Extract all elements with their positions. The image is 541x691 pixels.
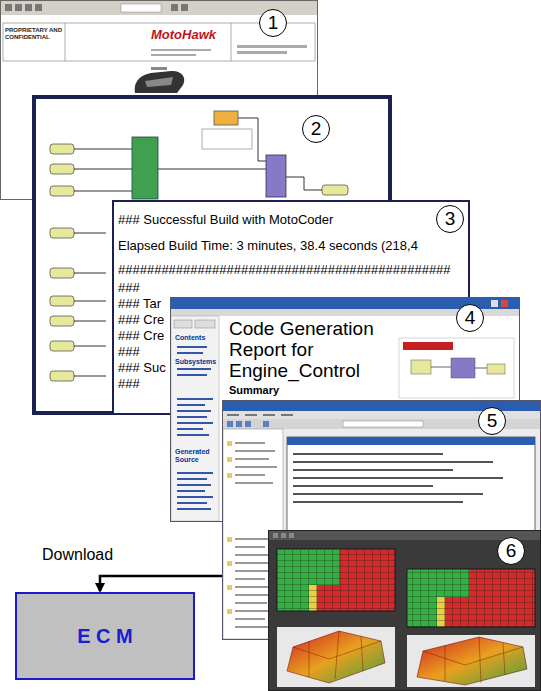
logo-text: MotoHawk (151, 27, 216, 42)
text-holder: PROPRIETARY AND CONFIDENTIAL (5, 27, 63, 41)
text-holder: 1 (259, 9, 287, 37)
text-holder: ### Cre (118, 328, 164, 344)
text-holder: Summary (229, 384, 279, 396)
report-title: Code Generation Report for Engine_Contro… (229, 318, 394, 381)
header-note: PROPRIETARY AND CONFIDENTIAL (5, 27, 63, 41)
edge-label: Download (40, 546, 115, 564)
text-holder: 3 (436, 205, 464, 233)
text-holder: ### Suc (118, 360, 166, 376)
build-log-line: ### (118, 376, 140, 392)
text-holder: 5 (478, 407, 506, 435)
nav-link: Contents (175, 334, 219, 342)
text-holder: ### Cre (118, 312, 164, 328)
ecm-box: E C M (15, 592, 195, 680)
nav-link: Subsystems (175, 358, 219, 366)
build-log-line: ### Tar (118, 296, 161, 312)
ecm-label: E C M (77, 625, 133, 648)
text-holder: 6 (497, 537, 525, 565)
callout-number: 4 (456, 304, 484, 332)
build-log-line: Elapsed Build Time: 3 minutes, 38.4 seco… (118, 238, 418, 254)
text-holder: Code Generation Report for Engine_Contro… (229, 318, 394, 381)
text-holder: ### (118, 376, 140, 392)
section-heading: Summary (229, 384, 279, 396)
callout-number: 1 (259, 9, 287, 37)
build-log-line: ### Suc (118, 360, 166, 376)
text-holder: Contents (175, 334, 219, 342)
callout-number: 3 (436, 205, 464, 233)
callout-number: 5 (478, 407, 506, 435)
text-holder: Elapsed Build Time: 3 minutes, 38.4 seco… (118, 238, 418, 254)
text-holder: ### Tar (118, 296, 161, 312)
text-holder: 4 (456, 304, 484, 332)
screenshot-window: 6 (268, 530, 541, 691)
build-log-line: ### Successful Build with MotoCoder (118, 212, 333, 228)
text-holder: 2 (302, 115, 330, 143)
text-holder: Subsystems (175, 358, 219, 366)
callout-number: 2 (302, 115, 330, 143)
build-log-line: ### (118, 280, 140, 296)
text-holder: ########################################… (118, 262, 451, 278)
build-log-line: ### Cre (118, 312, 164, 328)
build-log-line: ########################################… (118, 262, 451, 278)
text-holder: MotoHawk (151, 27, 216, 42)
text-holder: Generated Source (175, 448, 219, 464)
build-log-line: ### Cre (118, 328, 164, 344)
nav-link: Generated Source (175, 448, 219, 464)
text-holder: Download (40, 546, 115, 564)
text-holder: ### (118, 280, 140, 296)
text-holder: ### (118, 344, 140, 360)
text-holder: ### Successful Build with MotoCoder (118, 212, 333, 228)
callout-number: 6 (497, 537, 525, 565)
build-log-line: ### (118, 344, 140, 360)
